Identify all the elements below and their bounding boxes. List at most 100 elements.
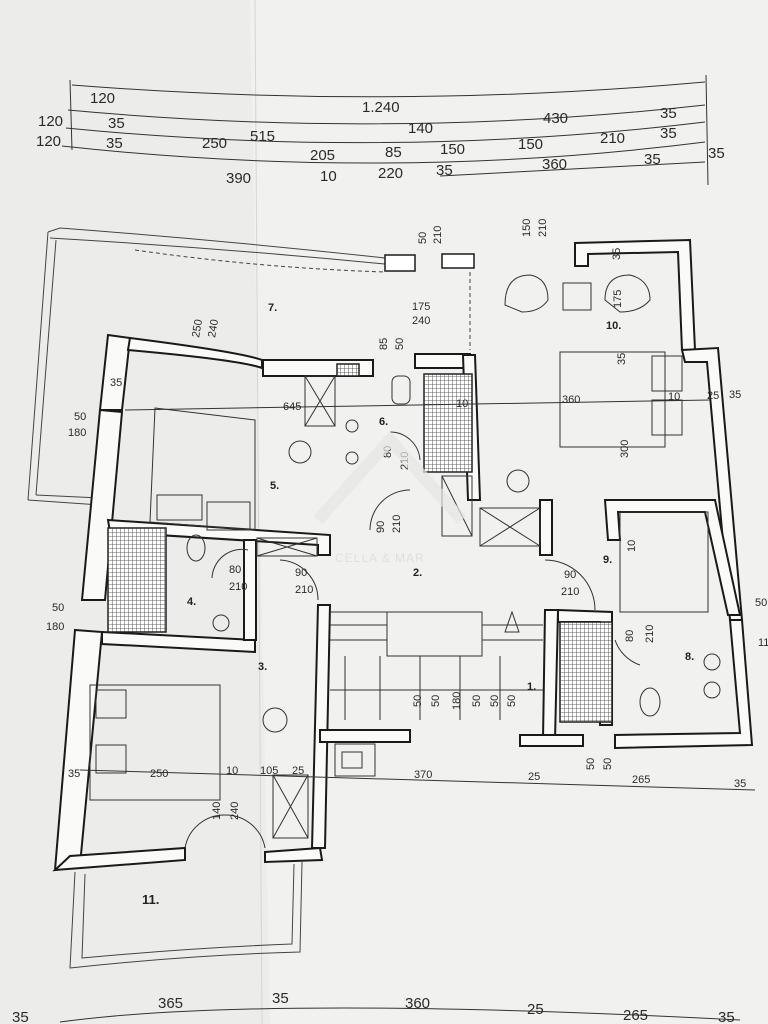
dim-50b: 50: [394, 338, 406, 350]
dim-top-row3-3: 205: [310, 147, 335, 164]
dim-210-room8: 210: [644, 625, 656, 643]
dim-25: 25: [707, 390, 719, 402]
dim-210-room2: 210: [295, 584, 313, 596]
room-8-label: 8.: [685, 651, 694, 663]
dim-top-row2-4: 430: [543, 110, 568, 127]
dim-top-row4-2: 220: [378, 165, 403, 182]
dim-top-row1-0: 120: [90, 90, 115, 107]
dim-360: 360: [562, 394, 580, 406]
inner-dimensions: 50 210 150 210 35 175 175 240 250 240 85…: [46, 219, 768, 820]
dim-top-row4-5: 35: [644, 151, 661, 168]
dim-top-row3-8: 35: [660, 125, 677, 142]
dim-25-c: 25: [528, 771, 540, 783]
dim-50-left: 50: [74, 411, 86, 423]
room-10-label: 10.: [606, 320, 621, 332]
dim-bottom-1: 365: [158, 995, 183, 1012]
dim-250: 250: [190, 318, 205, 338]
room-9-label: 9.: [603, 554, 612, 566]
room-6-label: 6.: [379, 416, 388, 428]
dim-top-row2-0: 120: [38, 113, 63, 130]
dim-210b: 210: [537, 219, 549, 237]
watermark-logo: CELLA & MAR: [313, 431, 467, 565]
dim-10-bottom: 10: [226, 765, 238, 777]
shower-tiles: [107, 363, 613, 723]
dim-240b: 240: [206, 318, 221, 338]
dim-top-row3-6: 150: [518, 136, 543, 153]
room-7-label: 7.: [268, 302, 277, 314]
stair-dim-5: 50: [506, 695, 518, 707]
dim-35-right: 35: [729, 389, 741, 401]
dim-140-door: 140: [211, 802, 223, 820]
dim-bottom-0: 35: [12, 1009, 29, 1024]
dim-90-room2: 90: [295, 567, 307, 579]
dim-35-c: 35: [734, 778, 746, 790]
dim-210-room4: 210: [229, 581, 247, 593]
dim-250-bottom: 250: [150, 768, 168, 780]
dim-90-room5: 90: [375, 521, 387, 533]
dim-35-bottom: 35: [68, 768, 80, 780]
dim-top-row4-4: 360: [542, 156, 567, 173]
dim-line-645: [124, 399, 711, 411]
room-11-label: 11.: [142, 892, 159, 907]
dim-top-row1-1: 1.240: [362, 99, 400, 116]
dim-10-room9: 10: [626, 540, 638, 552]
bottom-dimensions: 35 365 35 360 25 265 35: [12, 990, 741, 1024]
dim-top-row3-0: 120: [36, 133, 61, 150]
stair-dim-1: 50: [430, 695, 442, 707]
dim-top-row2-5: 35: [660, 105, 677, 122]
dim-85: 85: [378, 338, 390, 350]
dim-25-bottom: 25: [292, 765, 304, 777]
dim-210a: 210: [432, 226, 444, 244]
dim-80-room8: 80: [624, 630, 636, 642]
dim-105-bottom: 105: [260, 765, 278, 777]
dim-180-left: 180: [68, 427, 86, 439]
dim-bottom-4: 25: [527, 1001, 544, 1018]
dim-35-room10: 35: [616, 353, 628, 365]
dim-top-row3-1: 35: [106, 135, 123, 152]
dim-175: 175: [412, 301, 430, 313]
top-dimension-lines: [61, 74, 709, 186]
dim-80-room4: 80: [229, 564, 241, 576]
dim-11-right: 11: [758, 637, 768, 649]
dim-35-left: 35: [110, 377, 122, 389]
dim-175-r10: 175: [612, 290, 624, 308]
dim-10: 10: [456, 398, 468, 410]
watermark-text: CELLA & MAR: [335, 551, 425, 565]
dim-top-row2-3: 140: [408, 120, 433, 137]
door-swings: [184, 431, 641, 849]
room-1-label: 1.: [527, 681, 536, 693]
dim-bottom-2: 35: [272, 990, 289, 1007]
room-labels: 7. 10. 6. 5. 2. 9. 4. 3. 8. 1. 11.: [142, 302, 694, 907]
stair-dim-4: 50: [489, 695, 501, 707]
terrace-outline: [27, 227, 471, 506]
stair-dim-0: 50: [412, 695, 424, 707]
terrace-11-outline: [69, 861, 303, 969]
dim-top-row3-9: 35: [708, 145, 725, 162]
dim-50a: 50: [417, 232, 429, 244]
dim-210-room9: 210: [561, 586, 579, 598]
stair-dim-2: 180: [451, 692, 463, 710]
dim-line-bottom: [79, 769, 756, 791]
dim-top-row4-0: 390: [226, 170, 251, 187]
room-4-label: 4.: [187, 596, 196, 608]
top-wall-blocks: [384, 253, 475, 272]
dim-top-row4-3: 35: [436, 162, 453, 179]
dim-50-50-b: 50: [602, 758, 614, 770]
stair-dim-3: 50: [471, 695, 483, 707]
dim-90-room9: 90: [564, 569, 576, 581]
dim-bottom-6: 35: [718, 1009, 735, 1024]
dim-240-door: 240: [229, 802, 241, 820]
dim-top-row3-4: 85: [385, 144, 402, 161]
dim-top-row2-2: 515: [250, 128, 275, 145]
room-5-label: 5.: [270, 480, 279, 492]
dim-50-50-a: 50: [585, 758, 597, 770]
dim-180-left2: 180: [46, 621, 64, 633]
dim-265: 265: [632, 774, 650, 786]
dim-300: 300: [619, 440, 631, 458]
room-2-label: 2.: [413, 567, 422, 579]
dim-50-right: 50: [755, 597, 767, 609]
dim-10-right: 10: [668, 391, 680, 403]
walls: [52, 238, 754, 872]
